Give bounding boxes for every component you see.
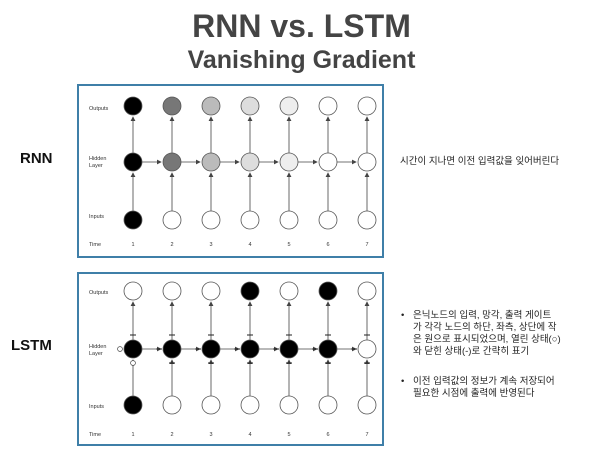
rnn-label: RNN — [20, 150, 53, 167]
lstm-output-node — [240, 281, 260, 301]
lstm-input-node — [357, 395, 377, 415]
lstm-output-node — [357, 281, 377, 301]
rnn-hidden-node — [162, 152, 182, 172]
lstm-hidden-node — [123, 339, 143, 359]
lstm-row-hidden-2: Layer — [89, 351, 103, 357]
lstm-bullet-2-line-2: 필요한 시점에 출력에 반영된다 — [413, 388, 535, 399]
lstm-input-node — [240, 395, 260, 415]
lstm-time-label: 2 — [170, 432, 173, 438]
lstm-hidden-node — [240, 339, 260, 359]
lstm-hidden-node — [279, 339, 299, 359]
bullet-dot: • — [401, 310, 405, 321]
bullet-dot: • — [401, 376, 405, 387]
lstm-output-node — [318, 281, 338, 301]
lstm-input-node — [162, 395, 182, 415]
lstm-output-node — [162, 281, 182, 301]
rnn-time-label: 3 — [209, 242, 212, 248]
lstm-input-gate — [130, 360, 136, 366]
rnn-hidden-node — [123, 152, 143, 172]
rnn-row-outputs: Outputs — [89, 106, 109, 112]
lstm-input-node — [318, 395, 338, 415]
lstm-row-hidden-1: Hidden — [89, 344, 106, 350]
lstm-input-node — [201, 395, 221, 415]
lstm-time-label: 4 — [248, 432, 251, 438]
rnn-output-node — [357, 96, 377, 116]
rnn-time-label: 5 — [287, 242, 290, 248]
rnn-input-node — [201, 210, 221, 230]
lstm-time-label: 7 — [365, 432, 368, 438]
lstm-input-node — [123, 395, 143, 415]
rnn-row-time: Time — [89, 242, 101, 248]
lstm-time-label: 5 — [287, 432, 290, 438]
rnn-input-node — [318, 210, 338, 230]
lstm-time-label: 1 — [131, 432, 134, 438]
lstm-row-outputs: Outputs — [89, 290, 109, 296]
rnn-hidden-node — [240, 152, 260, 172]
rnn-time-label: 6 — [326, 242, 329, 248]
lstm-diagram-panel: Outputs Hidden Layer Inputs Time 1 2 3 4 5 6 7 — [77, 272, 384, 446]
lstm-time-label: 3 — [209, 432, 212, 438]
rnn-output-node — [279, 96, 299, 116]
lstm-bullet-1: • 은닉노드의 입력, 망각, 출력 게이트 가 각각 노드의 하단, 좌측, … — [401, 310, 561, 358]
rnn-hidden-node — [357, 152, 377, 172]
rnn-hidden-node — [318, 152, 338, 172]
lstm-forget-gate — [117, 346, 123, 352]
lstm-hidden-node — [357, 339, 377, 359]
lstm-time-label: 6 — [326, 432, 329, 438]
rnn-output-node — [123, 96, 143, 116]
rnn-input-node — [162, 210, 182, 230]
rnn-input-node — [357, 210, 377, 230]
rnn-output-node — [201, 96, 221, 116]
rnn-row-hidden-1: Hidden — [89, 156, 106, 162]
lstm-diagram: Outputs Hidden Layer Inputs Time 1 2 3 4 5 6 7 — [89, 281, 377, 438]
rnn-row-inputs: Inputs — [89, 214, 104, 220]
rnn-time-label: 2 — [170, 242, 173, 248]
rnn-time-label: 7 — [365, 242, 368, 248]
lstm-row-inputs: Inputs — [89, 404, 104, 410]
lstm-bullet-2: • 이전 입력값의 정보가 계속 저장되어 필요한 시점에 출력에 반영된다 — [401, 376, 555, 400]
lstm-bullet-1-line-3: 은 원으로 표시되었으며, 열린 상태(○) — [413, 334, 561, 345]
lstm-input-node — [279, 395, 299, 415]
rnn-time-label: 4 — [248, 242, 251, 248]
rnn-output-node — [162, 96, 182, 116]
page-title: RNN vs. LSTM — [192, 8, 411, 44]
lstm-output-node — [123, 281, 143, 301]
lstm-bullet-1-line-2: 가 각각 노드의 하단, 좌측, 상단에 작 — [413, 322, 557, 333]
lstm-hidden-node — [318, 339, 338, 359]
page-subtitle: Vanishing Gradient — [187, 46, 416, 74]
rnn-hidden-node — [201, 152, 221, 172]
rnn-input-node — [279, 210, 299, 230]
lstm-bullet-1-line-1: 은닉노드의 입력, 망각, 출력 게이트 — [413, 310, 552, 321]
lstm-output-node — [279, 281, 299, 301]
lstm-bullet-2-line-1: 이전 입력값의 정보가 계속 저장되어 — [413, 376, 555, 387]
lstm-label: LSTM — [11, 337, 52, 354]
rnn-time-label: 1 — [131, 242, 134, 248]
rnn-diagram-panel: Outputs Hidden Layer Inputs Time 1 2 3 4 5 6 7 — [77, 84, 384, 258]
lstm-hidden-node — [201, 339, 221, 359]
rnn-description: 시간이 지나면 이전 입력값을 잊어버린다 — [400, 156, 560, 167]
rnn-input-node — [240, 210, 260, 230]
rnn-output-node — [240, 96, 260, 116]
lstm-hidden-node — [162, 339, 182, 359]
rnn-hidden-node — [279, 152, 299, 172]
rnn-row-hidden-2: Layer — [89, 163, 103, 169]
lstm-output-node — [201, 281, 221, 301]
rnn-output-node — [318, 96, 338, 116]
lstm-row-time: Time — [89, 432, 101, 438]
lstm-bullet-1-line-4: 와 닫힌 상태(-)로 간략히 표기 — [413, 346, 530, 357]
rnn-diagram: Outputs Hidden Layer Inputs Time 1 2 3 4 5 6 7 — [89, 96, 377, 248]
rnn-input-node — [123, 210, 143, 230]
